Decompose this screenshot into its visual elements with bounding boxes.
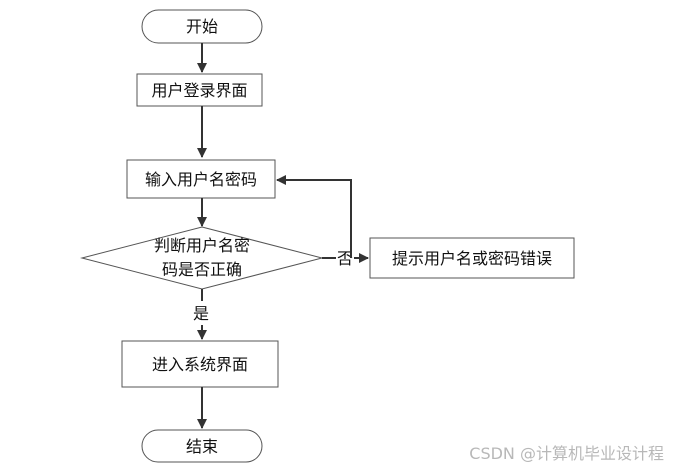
error-prompt-shape xyxy=(369,237,575,279)
enter-system-shape xyxy=(121,340,279,388)
start-label: 开始 xyxy=(186,17,218,36)
start-node: 开始 xyxy=(141,9,263,44)
decision-node: 判断用户名密 码是否正确 xyxy=(80,226,324,290)
error-prompt-label: 提示用户名或密码错误 xyxy=(392,249,552,268)
end-node: 结束 xyxy=(141,429,263,463)
end-label: 结束 xyxy=(186,437,218,456)
edge-label-yes: 是 xyxy=(193,304,209,323)
error-prompt-node: 提示用户名或密码错误 xyxy=(369,237,575,279)
login-page-node: 用户登录界面 xyxy=(136,73,263,107)
login-page-label: 用户登录界面 xyxy=(151,81,247,100)
enter-system-label: 进入系统界面 xyxy=(152,355,248,374)
end-shape xyxy=(141,429,263,463)
watermark-text: CSDN @计算机毕业设计程 xyxy=(469,444,664,463)
input-credentials-label: 输入用户名密码 xyxy=(145,170,257,189)
login-page-shape xyxy=(136,73,263,107)
input-credentials-node: 输入用户名密码 xyxy=(126,159,276,199)
enter-system-node: 进入系统界面 xyxy=(121,340,279,388)
edge-loop-back-to-input xyxy=(276,175,352,258)
decision-label-line1: 判断用户名密 xyxy=(154,236,250,255)
edge-label-no: 否 xyxy=(337,249,353,268)
decision-label-line2: 码是否正确 xyxy=(162,260,242,279)
